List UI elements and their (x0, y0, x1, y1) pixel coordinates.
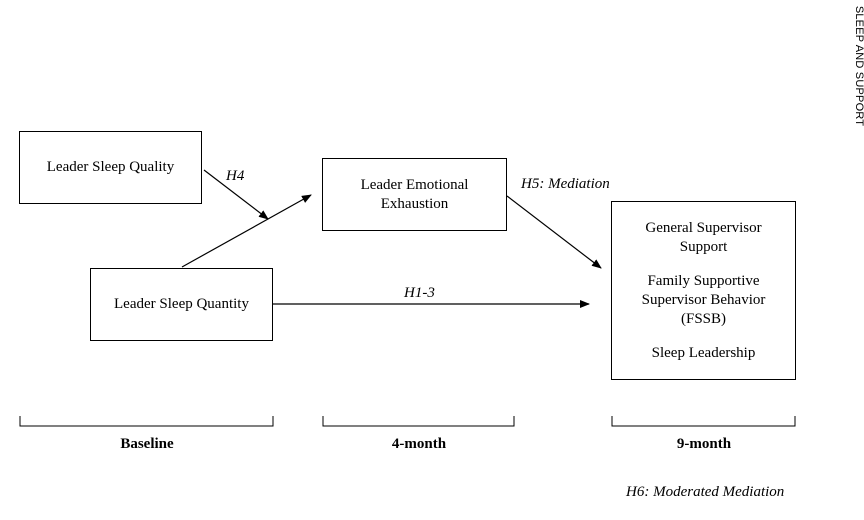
emotional-exhaustion-line2: Exhaustion (380, 195, 449, 212)
baseline-label: Baseline (120, 436, 174, 452)
h4-label: H4 (226, 168, 245, 184)
general-support-line2: Support (679, 238, 728, 255)
sleep-leadership-label: Sleep Leadership (651, 344, 756, 361)
h1-3-label: H1-3 (404, 285, 435, 301)
nine-month-bracket (611, 416, 796, 427)
outcomes-box: General Supervisor Support Family Suppor… (611, 201, 796, 380)
leader-sleep-quantity-label: Leader Sleep Quantity (114, 296, 249, 312)
h5-label: H5: Mediation (521, 176, 610, 192)
running-header: SLEEP AND SUPPORT (852, 5, 864, 127)
leader-sleep-quality-box: Leader Sleep Quality (19, 131, 202, 204)
four-month-label: 4-month (391, 436, 447, 452)
h6-label: H6: Moderated Mediation (626, 484, 785, 500)
nine-month-label: 9-month (676, 436, 732, 452)
h4-arrow (203, 169, 269, 220)
four-month-bracket (322, 416, 515, 427)
leader-sleep-quantity-box: Leader Sleep Quantity (90, 268, 273, 341)
fssb-line3: (FSSB) (680, 310, 727, 327)
fssb-line2: Supervisor Behavior (641, 291, 766, 308)
general-support-line1: General Supervisor (645, 219, 762, 236)
leader-emotional-exhaustion-box: Leader Emotional Exhaustion (322, 158, 507, 231)
baseline-bracket (19, 416, 274, 427)
emotional-exhaustion-line1: Leader Emotional (360, 176, 469, 193)
leader-sleep-quality-label: Leader Sleep Quality (46, 159, 175, 175)
fssb-line1: Family Supportive (647, 272, 760, 289)
h5-arrow (506, 195, 602, 269)
quantity-to-exhaustion-arrow (181, 194, 312, 268)
